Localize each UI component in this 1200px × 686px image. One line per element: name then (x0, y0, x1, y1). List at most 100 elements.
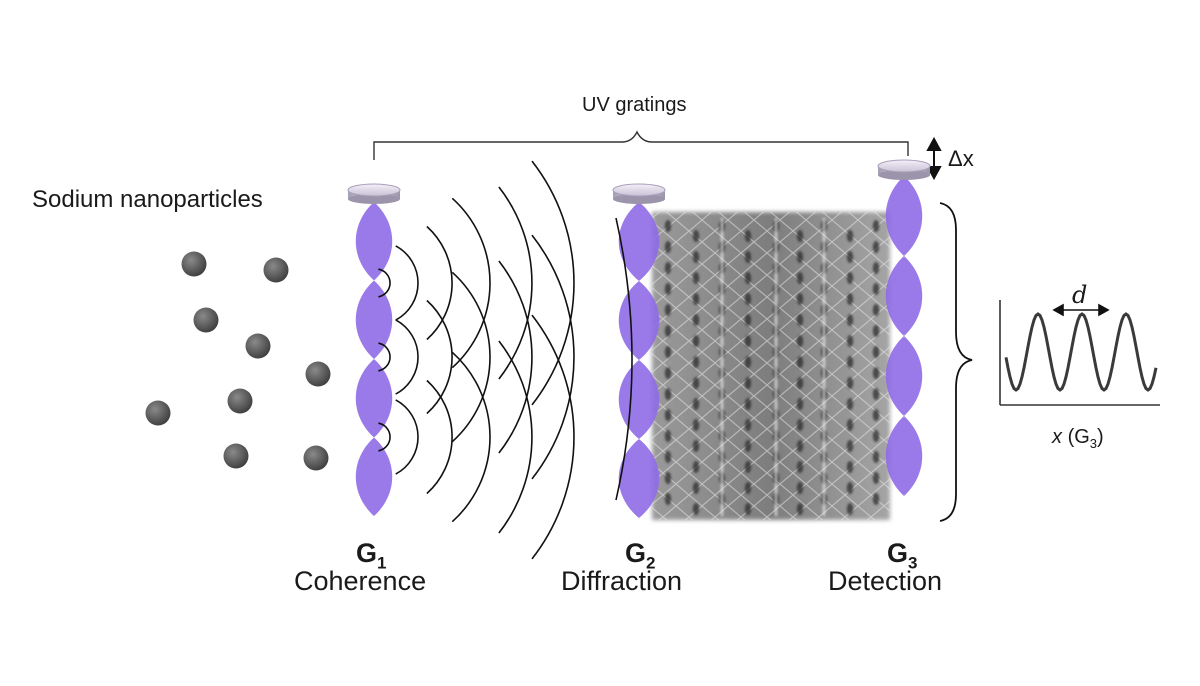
fringe-dot (664, 220, 672, 232)
g2-role-label: Diffraction (561, 566, 683, 596)
nanoparticle (263, 257, 289, 283)
interference-fringe-pattern (652, 212, 890, 520)
sodium-nanoparticles-label: Sodium nanoparticles (32, 186, 263, 213)
laser-lobe (885, 176, 923, 256)
laser-lobe (355, 437, 393, 516)
fringe-dot (872, 472, 880, 484)
fringe-dot (796, 398, 804, 410)
wavefront-arc (395, 319, 419, 395)
fringe-dot (744, 377, 752, 389)
fringe-dot (692, 251, 700, 263)
fringe-dot (872, 241, 880, 253)
mirror-top (347, 183, 401, 197)
fringe-dot (664, 451, 672, 463)
fringe-dot (872, 451, 880, 463)
g1-mirror (347, 183, 401, 204)
fringe-dot (692, 482, 700, 494)
fringe-dot (664, 262, 672, 274)
fringe-dot (872, 220, 880, 232)
fringe-dot (796, 293, 804, 305)
fringe-dot (692, 398, 700, 410)
fringe-dot (692, 356, 700, 368)
fringe-dot (796, 314, 804, 326)
fringe-dot (796, 356, 804, 368)
nanoparticle (303, 445, 329, 471)
fringe-dot (664, 430, 672, 442)
fringe-dot (846, 272, 854, 284)
fringe-dot (664, 346, 672, 358)
fringe-dot (872, 388, 880, 400)
nanoparticle (223, 443, 249, 469)
wavefront-arc (531, 314, 575, 560)
wavefront-arc (498, 260, 533, 454)
sinusoidal-signal (1004, 312, 1158, 392)
wavefront-arc (451, 197, 491, 369)
fringe-dot (744, 356, 752, 368)
fringe-dot (692, 335, 700, 347)
g3-laser-standing-wave (885, 176, 923, 496)
axis-variable: x (1052, 426, 1062, 448)
g2-symbol: G2 (625, 538, 656, 573)
fringe-dot (744, 461, 752, 473)
fringe-dot (846, 356, 854, 368)
fringe-dot (846, 440, 854, 452)
axis-grating: (G (1067, 426, 1090, 448)
fringe-dot (744, 230, 752, 242)
period-arrow (1052, 303, 1110, 317)
fringe-dot (744, 398, 752, 410)
fringe-dot (846, 251, 854, 263)
fringe-dot (872, 430, 880, 442)
mirror-bottom (878, 170, 930, 180)
g1-role-label: Coherence (294, 566, 427, 596)
fringe-dot (664, 325, 672, 337)
laser-lobe (355, 359, 393, 438)
fringe-dot (664, 367, 672, 379)
fringe-dot (664, 304, 672, 316)
fringe-dot (846, 461, 854, 473)
wavefront-arc (615, 217, 633, 501)
nanoparticle (193, 307, 219, 333)
fringe-dot (744, 440, 752, 452)
laser-lobe (885, 336, 923, 416)
g3-mirror (877, 159, 931, 180)
delta-x-arrow (926, 136, 942, 181)
axis-grating-sub: 3 (1089, 436, 1098, 451)
uv-gratings-bracket (373, 130, 909, 160)
fringe-dot (744, 314, 752, 326)
fringe-dot (692, 461, 700, 473)
mirror-bottom (613, 194, 665, 204)
fringe-dot (692, 440, 700, 452)
detection-brace (939, 202, 973, 522)
uv-gratings-label: UV gratings (582, 94, 687, 116)
period-d-label: d (1072, 281, 1088, 309)
wavefront-arc (451, 351, 491, 523)
fringe-dot (744, 335, 752, 347)
wavefront-arc (378, 268, 391, 298)
fringe-dot (846, 419, 854, 431)
wavefront-arc (395, 399, 419, 475)
fringe-dot (744, 293, 752, 305)
fringe-dot (744, 272, 752, 284)
fringe-dot (796, 251, 804, 263)
laser-lobe (885, 256, 923, 336)
wavefront-arc (531, 234, 575, 480)
mirror-bottom (348, 194, 400, 204)
laser-lobe (885, 416, 923, 496)
fringe-dot (664, 493, 672, 505)
fringe-dot (846, 314, 854, 326)
wavefront-arc (378, 422, 391, 452)
fringe-dot (872, 304, 880, 316)
fringe-dot (664, 241, 672, 253)
fringe-dot (796, 377, 804, 389)
g1-symbol: G1 (356, 538, 387, 573)
wavefront-arc (426, 225, 453, 341)
g3-role-label: Detection (828, 566, 943, 596)
delta-x-label: Δx (948, 146, 974, 171)
fringe-dot (692, 272, 700, 284)
fringe-dot (796, 230, 804, 242)
fringe-dot (872, 493, 880, 505)
fringe-dot (796, 440, 804, 452)
fringe-dot (796, 272, 804, 284)
fringe-dot (846, 398, 854, 410)
